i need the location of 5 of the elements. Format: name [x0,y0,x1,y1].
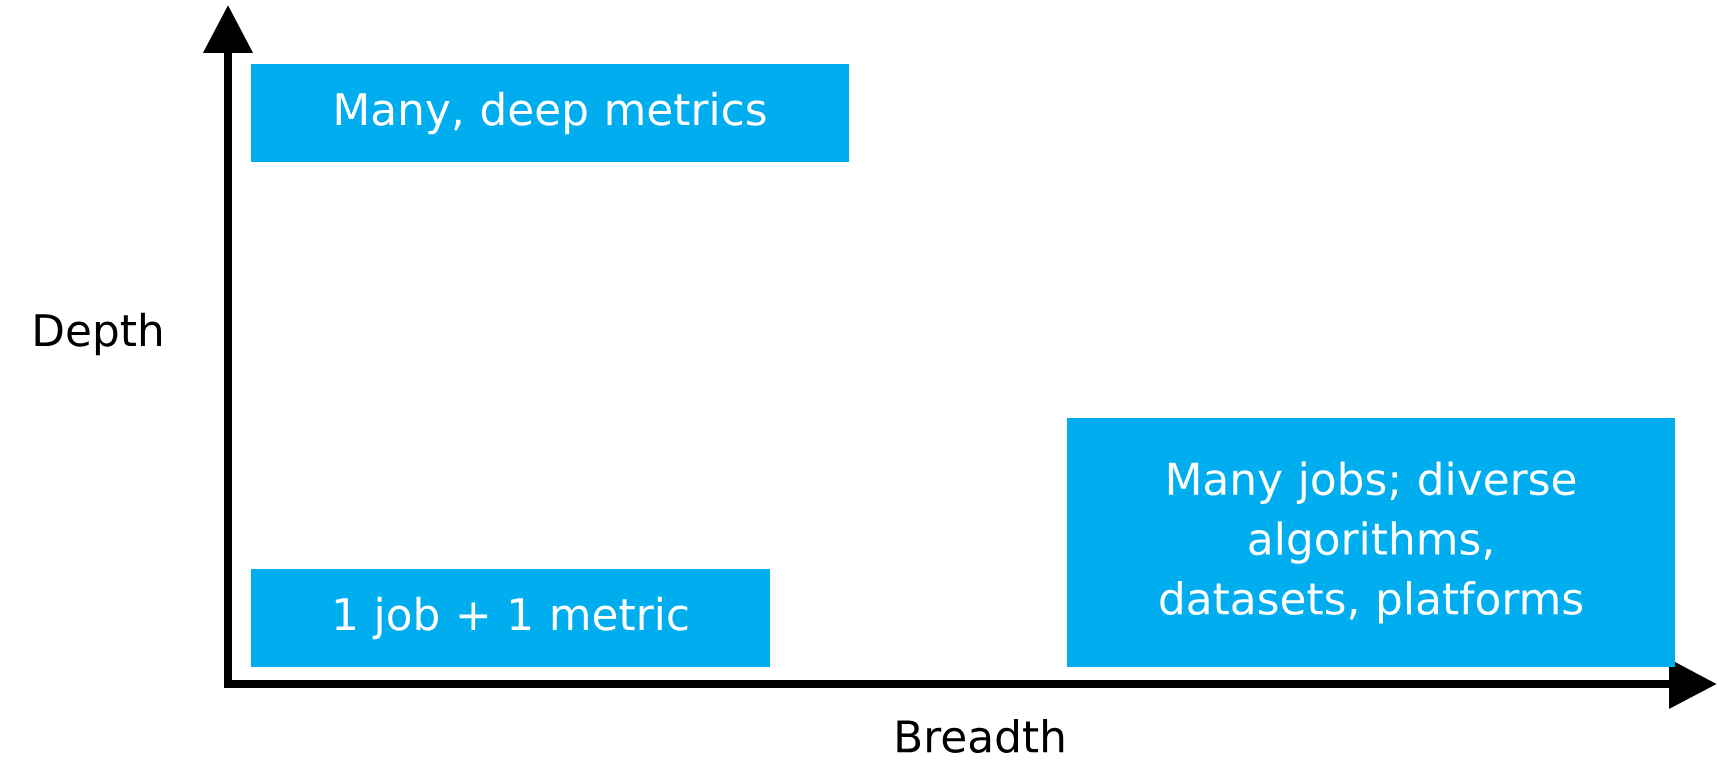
text-box: Many, deep metrics [251,64,849,162]
axis-label: Depth [35,312,161,356]
text-box: Many jobs; diverse algorithms, datasets, platforms [1067,418,1675,667]
text-box: 1 job + 1 metric [251,569,770,667]
axis-label: Breadth [897,719,1064,753]
